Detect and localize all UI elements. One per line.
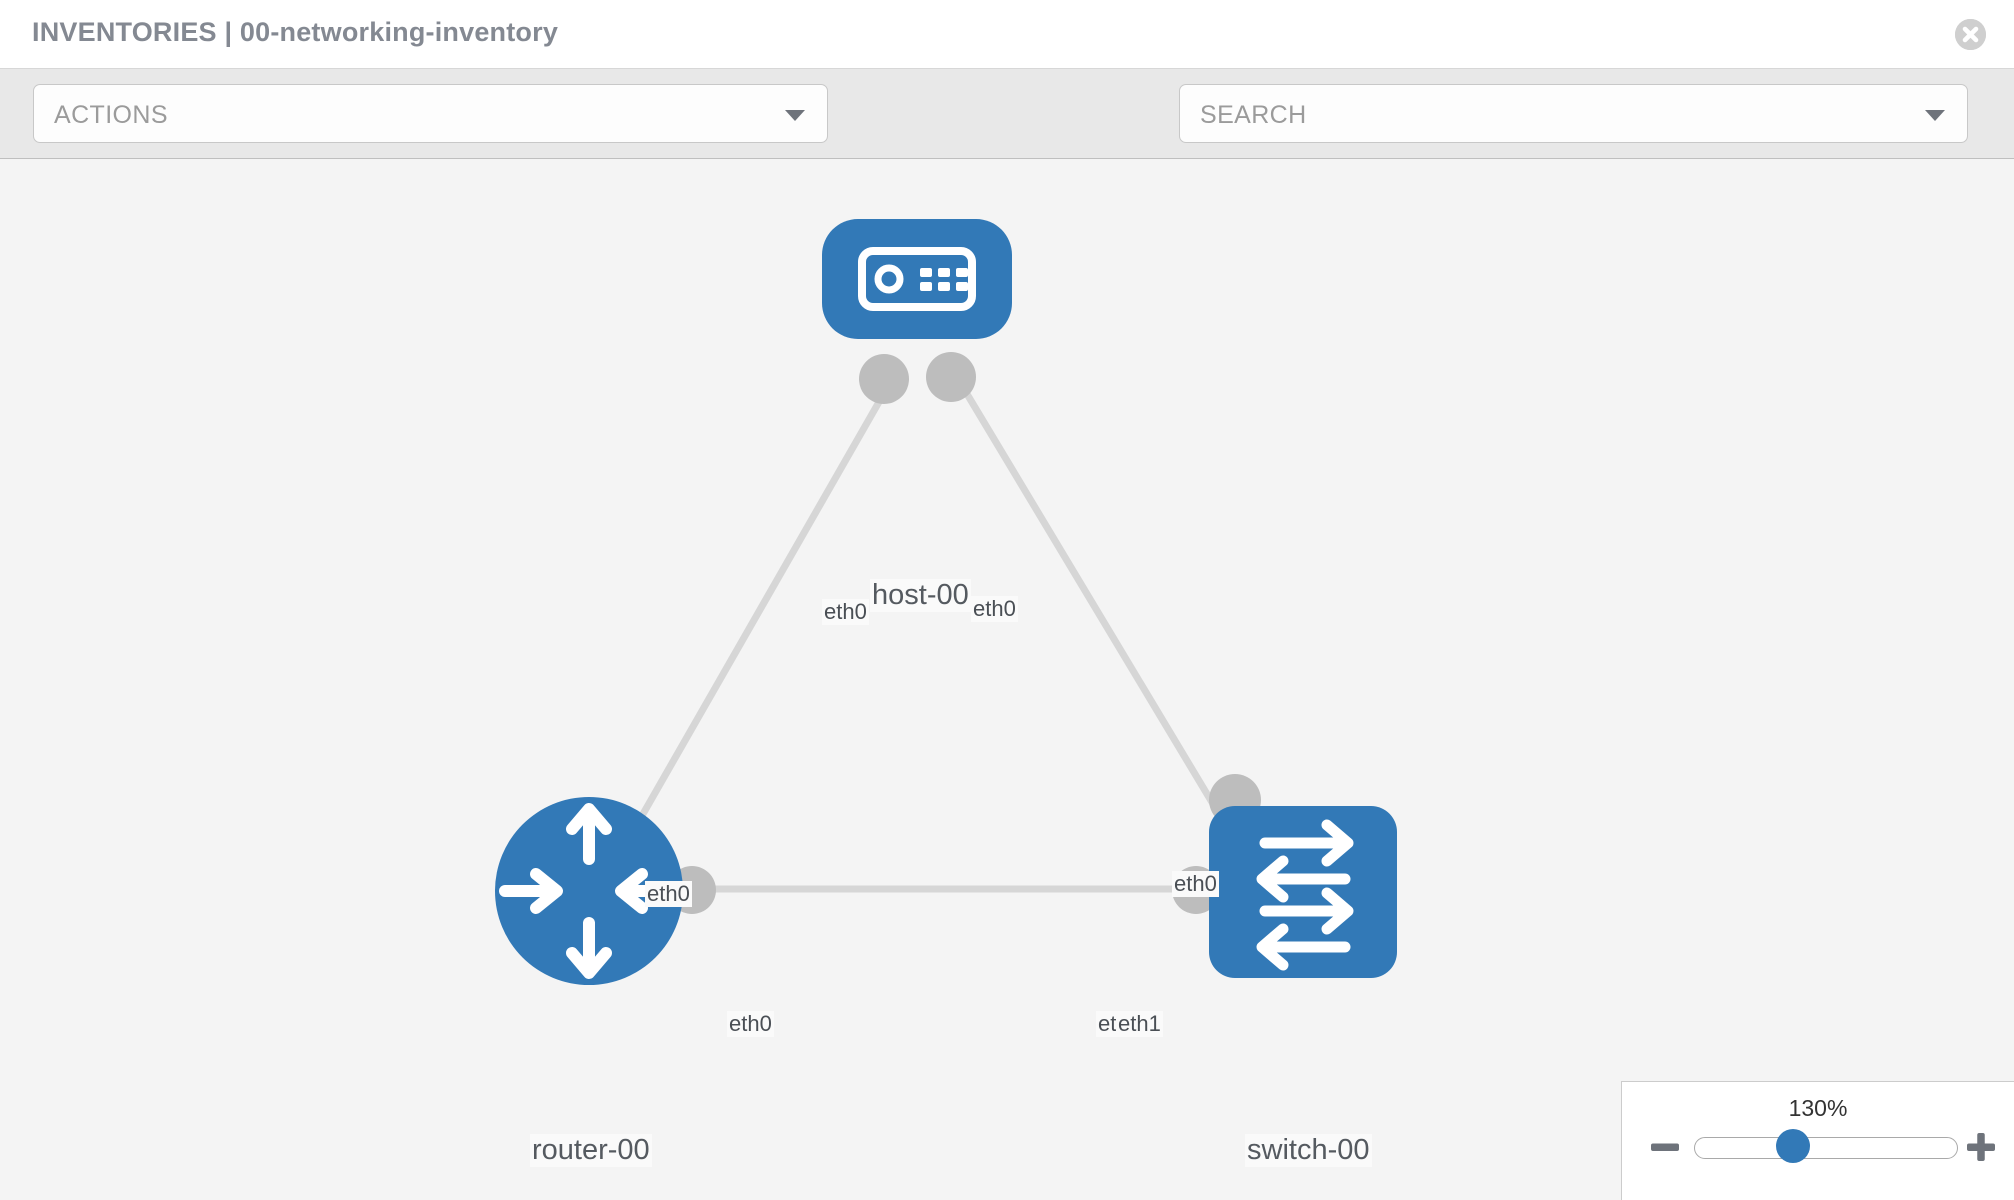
chevron-down-icon [785, 110, 805, 121]
iface-label-host-eth0-left: eth0 [822, 599, 869, 625]
node-label-router-00: router-00 [530, 1134, 652, 1167]
node-host-00[interactable] [822, 219, 1012, 339]
toolbar: ACTIONS SEARCH [0, 69, 2014, 198]
iface-label-router-eth0-trunk: eth0 [727, 1011, 774, 1037]
zoom-slider-thumb[interactable] [1776, 1129, 1810, 1163]
node-label-switch-00: switch-00 [1245, 1134, 1372, 1167]
close-icon[interactable] [1955, 19, 1986, 50]
iface-label-switch-eth0-uplink: eth0 [1172, 871, 1219, 897]
chevron-down-icon[interactable] [1925, 110, 1945, 121]
page-header: INVENTORIES | 00-networking-inventory [0, 0, 2014, 69]
topology-graph [495, 219, 1397, 985]
iface-label-switch-eth1-trunk: eth1 [1116, 1011, 1163, 1037]
zoom-control-panel: 130% [1621, 1081, 2014, 1200]
link-host-router [596, 372, 899, 891]
search-placeholder: SEARCH [1200, 101, 1307, 129]
node-switch-00[interactable] [1209, 806, 1397, 978]
topology-links [596, 372, 1274, 901]
actions-dropdown[interactable]: ACTIONS [33, 84, 828, 143]
zoom-slider[interactable] [1694, 1137, 1958, 1159]
switch-arrows-icon [1256, 819, 1354, 971]
search-input[interactable]: SEARCH [1179, 84, 1968, 143]
node-router-00[interactable] [495, 797, 683, 985]
plus-icon[interactable] [1964, 1130, 1998, 1164]
nub-host-right [926, 352, 976, 402]
iface-label-host-eth0-right: eth0 [971, 596, 1018, 622]
zoom-level-value: 130% [1788, 1095, 1848, 1121]
page-title: INVENTORIES | 00-networking-inventory [32, 17, 559, 47]
minus-icon[interactable] [1648, 1130, 1682, 1164]
topology-canvas[interactable]: host-00 router-00 switch-00 eth0 eth0 et… [0, 159, 2014, 1200]
node-label-host-00: host-00 [870, 579, 971, 612]
actions-dropdown-label: ACTIONS [54, 101, 168, 129]
topology-connector-nubs [668, 352, 1261, 914]
nub-host-left [859, 354, 909, 404]
iface-label-router-eth0-uplink: eth0 [645, 881, 692, 907]
server-icon [858, 247, 976, 311]
router-arrows-icon [499, 803, 679, 979]
